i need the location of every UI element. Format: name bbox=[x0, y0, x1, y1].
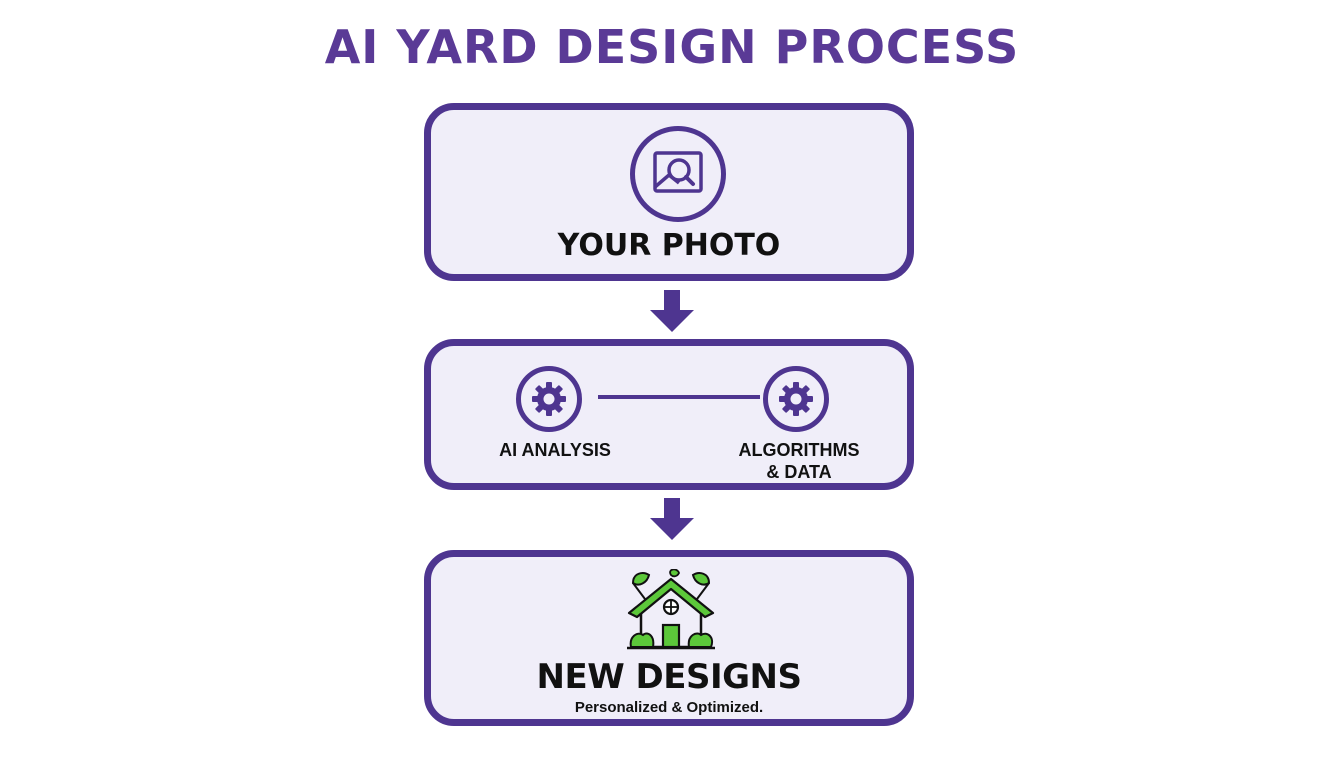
flow-arrow-down-icon bbox=[649, 498, 695, 540]
house-leaves-icon bbox=[627, 568, 715, 651]
gear-icon bbox=[763, 366, 829, 432]
node-label-algorithms-data: ALGORITHMS & DATA bbox=[738, 440, 860, 482]
step-label-new-designs: NEW DESIGNS bbox=[536, 657, 802, 697]
step-sublabel-new-designs: Personalized & Optimized. bbox=[574, 699, 764, 716]
step-box-new-designs: NEW DESIGNS Personalized & Optimized. bbox=[424, 550, 914, 726]
flow-arrow-down-icon bbox=[649, 290, 695, 332]
step-box-processing: AI ANALYSIS ALGORITHMS & DATA bbox=[424, 339, 914, 490]
photo-icon bbox=[630, 126, 726, 222]
step-label-your-photo: YOUR PHOTO bbox=[557, 228, 781, 263]
step-box-your-photo: YOUR PHOTO bbox=[424, 103, 914, 281]
gear-icon bbox=[516, 366, 582, 432]
diagram-title: AI YARD DESIGN PROCESS bbox=[324, 20, 1020, 74]
connector-line bbox=[598, 395, 760, 399]
node-label-ai-analysis: AI ANALYSIS bbox=[499, 440, 611, 460]
